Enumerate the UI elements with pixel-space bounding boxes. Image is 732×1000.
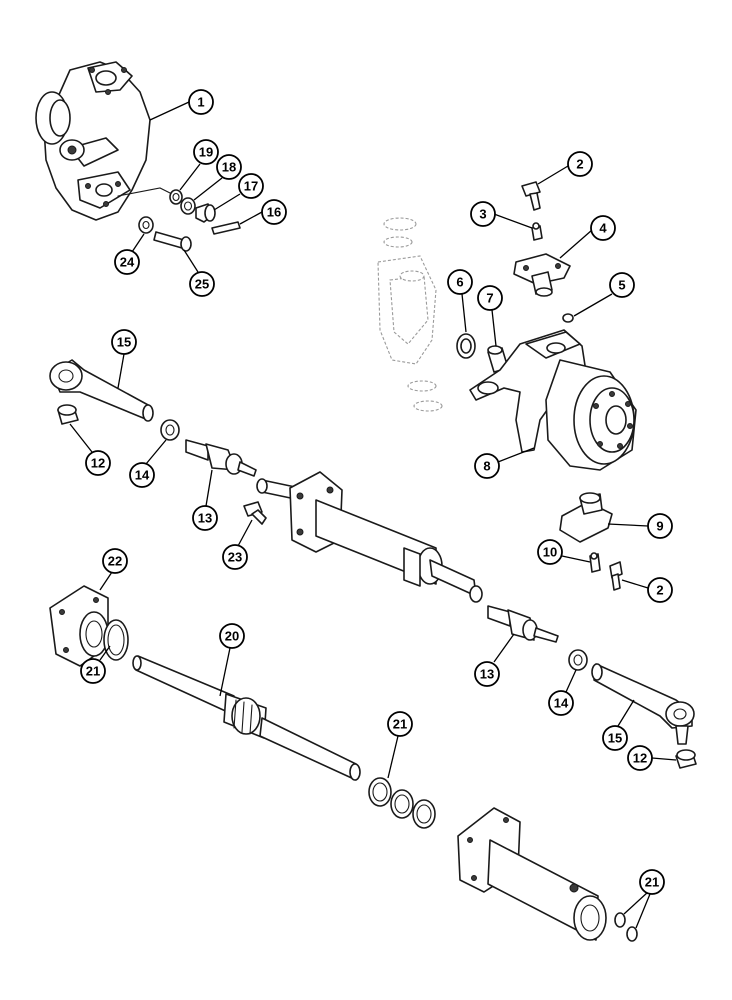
callout-13-upper: 13 bbox=[192, 469, 218, 531]
part-2-bolt-top bbox=[521, 181, 541, 211]
callout-21-left: 21 bbox=[80, 645, 111, 684]
callout-12-upper-label: 12 bbox=[91, 456, 105, 471]
steering-cylinder bbox=[256, 471, 483, 603]
part-12-nut-left bbox=[57, 404, 79, 425]
callout-17-label: 17 bbox=[244, 179, 258, 194]
callout-2-top-label: 2 bbox=[576, 157, 583, 172]
part-17-bush bbox=[195, 203, 216, 223]
part-9-cap bbox=[559, 492, 613, 543]
callout-4: 4 bbox=[559, 215, 616, 259]
callout-21-middle: 21 bbox=[387, 711, 413, 779]
callout-8: 8 bbox=[474, 447, 535, 479]
part-21-ring-left bbox=[103, 619, 129, 661]
callout-23-label: 23 bbox=[228, 550, 242, 565]
part-19-washer bbox=[169, 189, 183, 205]
callout-10: 10 bbox=[537, 539, 591, 565]
part-15-tie-rod-left bbox=[49, 359, 154, 422]
part-22-end-flange bbox=[49, 585, 109, 667]
part-18-washer bbox=[180, 197, 196, 215]
callout-10-label: 10 bbox=[543, 545, 557, 560]
cylinder-barrel bbox=[457, 807, 607, 941]
callout-4-label: 4 bbox=[599, 221, 607, 236]
callout-13-lower-label: 13 bbox=[480, 667, 494, 682]
callout-22: 22 bbox=[99, 548, 128, 591]
callout-21-middle-label: 21 bbox=[393, 717, 407, 732]
part-23-bolt bbox=[243, 501, 267, 525]
callout-24: 24 bbox=[114, 233, 145, 275]
callout-9: 9 bbox=[607, 513, 673, 539]
callout-24-label: 24 bbox=[120, 255, 135, 270]
callout-2-lower: 2 bbox=[621, 577, 673, 603]
part-16-pin bbox=[211, 221, 241, 235]
callout-20-label: 20 bbox=[225, 629, 239, 644]
callout-16-label: 16 bbox=[267, 205, 281, 220]
callout-21-bottom-label: 21 bbox=[645, 875, 659, 890]
callout-14-lower-label: 14 bbox=[554, 696, 569, 711]
callout-13-upper-label: 13 bbox=[198, 511, 212, 526]
part-12-nut-right bbox=[675, 749, 697, 769]
part-21-rings-bottom bbox=[614, 912, 638, 942]
callout-12-lower-label: 12 bbox=[633, 751, 647, 766]
callout-3-label: 3 bbox=[479, 207, 486, 222]
callout-25: 25 bbox=[183, 249, 215, 297]
callout-21-left-label: 21 bbox=[86, 664, 100, 679]
callout-2-top: 2 bbox=[537, 151, 593, 185]
callout-21-bottom: 21 bbox=[623, 869, 665, 929]
part-20-piston-rod bbox=[132, 655, 361, 781]
callout-15-upper: 15 bbox=[111, 329, 137, 389]
part-1-knuckle-housing bbox=[35, 61, 177, 221]
callout-8-label: 8 bbox=[483, 459, 490, 474]
part-25-bolt bbox=[153, 231, 192, 252]
callout-17: 17 bbox=[213, 173, 264, 211]
callout-5-label: 5 bbox=[618, 278, 625, 293]
ghost-axle-housing bbox=[377, 217, 443, 412]
callout-25-label: 25 bbox=[195, 277, 209, 292]
part-14-bush-left bbox=[160, 419, 180, 441]
callout-22-label: 22 bbox=[108, 554, 122, 569]
part-13-ball-joint-left bbox=[185, 439, 257, 477]
callout-19: 19 bbox=[179, 139, 219, 191]
part-6-seal bbox=[456, 333, 476, 359]
callout-7-label: 7 bbox=[486, 291, 493, 306]
callout-14-lower: 14 bbox=[548, 669, 577, 716]
callout-6: 6 bbox=[447, 269, 473, 333]
callout-6-label: 6 bbox=[456, 275, 463, 290]
callout-1-label: 1 bbox=[197, 95, 204, 110]
callout-15-lower: 15 bbox=[602, 699, 635, 751]
callout-16: 16 bbox=[239, 199, 287, 225]
part-4-pivot-cap bbox=[513, 253, 571, 297]
callout-13-lower: 13 bbox=[474, 633, 515, 687]
callout-5: 5 bbox=[573, 272, 635, 317]
part-15-tie-rod-right bbox=[591, 663, 695, 745]
callout-7: 7 bbox=[477, 285, 503, 347]
callout-1: 1 bbox=[149, 89, 214, 121]
callout-15-upper-label: 15 bbox=[117, 335, 131, 350]
part-24-nut bbox=[138, 216, 154, 234]
part-21-rings-middle bbox=[368, 777, 436, 829]
callout-layer: 1 19 18 17 16 24 bbox=[69, 89, 677, 929]
callout-14-upper: 14 bbox=[129, 439, 167, 488]
callout-12-lower: 12 bbox=[627, 745, 677, 771]
callout-23: 23 bbox=[222, 519, 253, 570]
callout-19-label: 19 bbox=[199, 145, 213, 160]
callout-9-label: 9 bbox=[656, 519, 663, 534]
part-14-bush-right bbox=[568, 649, 588, 671]
callout-3: 3 bbox=[470, 201, 533, 229]
callout-12-upper: 12 bbox=[69, 423, 111, 476]
part-10-grease-nipple bbox=[589, 552, 601, 573]
callout-2-lower-label: 2 bbox=[656, 583, 663, 598]
callout-15-lower-label: 15 bbox=[608, 731, 622, 746]
callout-18: 18 bbox=[193, 154, 242, 201]
part-3-grease-nipple bbox=[531, 222, 543, 241]
part-2-bolt-lower bbox=[609, 561, 623, 591]
part-13-ball-joint-right bbox=[487, 605, 559, 643]
callout-20: 20 bbox=[219, 623, 245, 697]
callout-14-upper-label: 14 bbox=[135, 468, 150, 483]
part-8-right-knuckle bbox=[469, 329, 637, 471]
part-5-plug bbox=[562, 313, 574, 323]
callout-18-label: 18 bbox=[222, 160, 236, 175]
